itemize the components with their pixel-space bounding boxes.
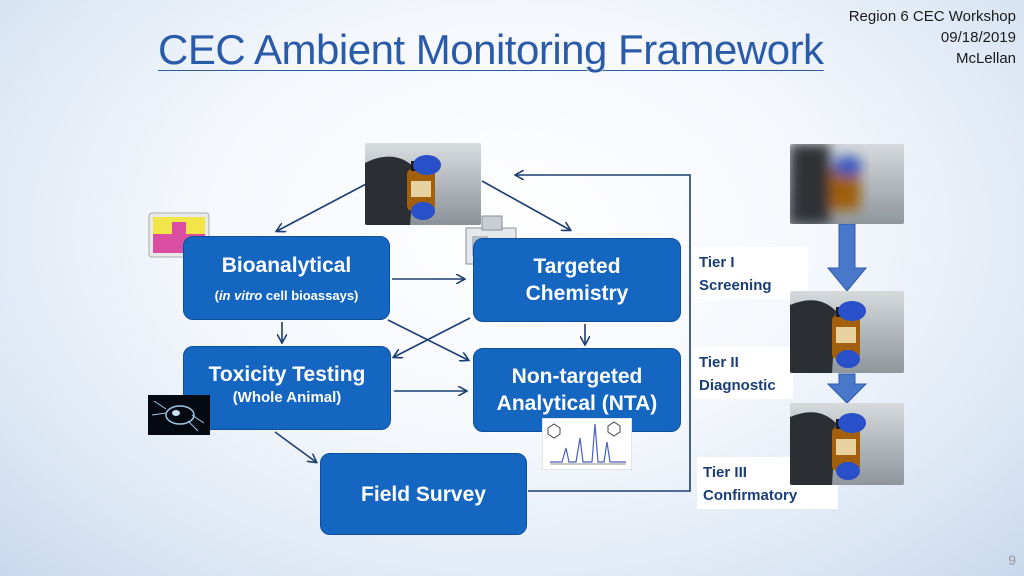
nta-line2: Analytical (NTA) bbox=[496, 392, 658, 415]
header-info: Region 6 CEC Workshop 09/18/2019 McLella… bbox=[849, 6, 1016, 69]
arrow-targeted-to-toxicity bbox=[394, 317, 471, 357]
workshop-name: Region 6 CEC Workshop bbox=[848, 8, 1016, 25]
tier-3-name: Tier III bbox=[703, 464, 747, 481]
tier-1-label: Tier I Screening bbox=[693, 247, 808, 299]
arrow-toxicity-to-field bbox=[274, 431, 316, 462]
page-title: CEC Ambient Monitoring Framework bbox=[158, 26, 824, 73]
tier-arrow-1 bbox=[826, 223, 868, 292]
targeted-line2: Chemistry bbox=[525, 282, 629, 305]
chromatogram-icon bbox=[542, 418, 632, 470]
daphnia-photo bbox=[148, 395, 210, 435]
toxicity-testing-box: Toxicity Testing (Whole Animal) bbox=[183, 346, 391, 430]
bioanalytical-box: Bioanalytical (in vitro cell bioassays) bbox=[183, 236, 390, 320]
tier-2-name: Tier II bbox=[699, 354, 739, 371]
tier-1-desc: Screening bbox=[699, 277, 772, 294]
tier-1-photo bbox=[790, 144, 904, 224]
toxicity-subtitle: (Whole Animal) bbox=[232, 389, 342, 406]
sample-bottle-photo bbox=[365, 143, 481, 225]
tier-2-photo bbox=[790, 291, 904, 373]
nta-box: Non-targeted Analytical (NTA) bbox=[473, 348, 681, 432]
field-survey-box: Field Survey bbox=[320, 453, 527, 535]
tier-3-photo bbox=[790, 403, 904, 485]
tier-arrow-2 bbox=[826, 373, 868, 404]
nta-line1: Non-targeted bbox=[511, 365, 643, 388]
bioanalytical-subtitle: (in vitro cell bioassays) bbox=[214, 287, 359, 303]
workshop-date: 09/18/2019 bbox=[940, 29, 1016, 46]
targeted-chemistry-box: Targeted Chemistry bbox=[473, 238, 681, 322]
bioanalytical-label: Bioanalytical bbox=[221, 253, 352, 277]
arrow-sample-to-targeted bbox=[481, 180, 570, 230]
tier-2-label: Tier II Diagnostic bbox=[693, 347, 793, 399]
toxicity-label: Toxicity Testing bbox=[208, 363, 366, 386]
tier-3-desc: Confirmatory bbox=[703, 487, 798, 504]
arrow-sample-to-bioanalytical bbox=[277, 182, 369, 231]
tier-1-name: Tier I bbox=[699, 254, 735, 271]
presenter-name: McLellan bbox=[955, 50, 1016, 67]
page-number: 9 bbox=[1008, 552, 1016, 568]
field-survey-label: Field Survey bbox=[361, 482, 486, 506]
arrow-field-feedback bbox=[516, 175, 691, 492]
tier-2-desc: Diagnostic bbox=[699, 377, 776, 394]
targeted-line1: Targeted bbox=[533, 255, 621, 278]
